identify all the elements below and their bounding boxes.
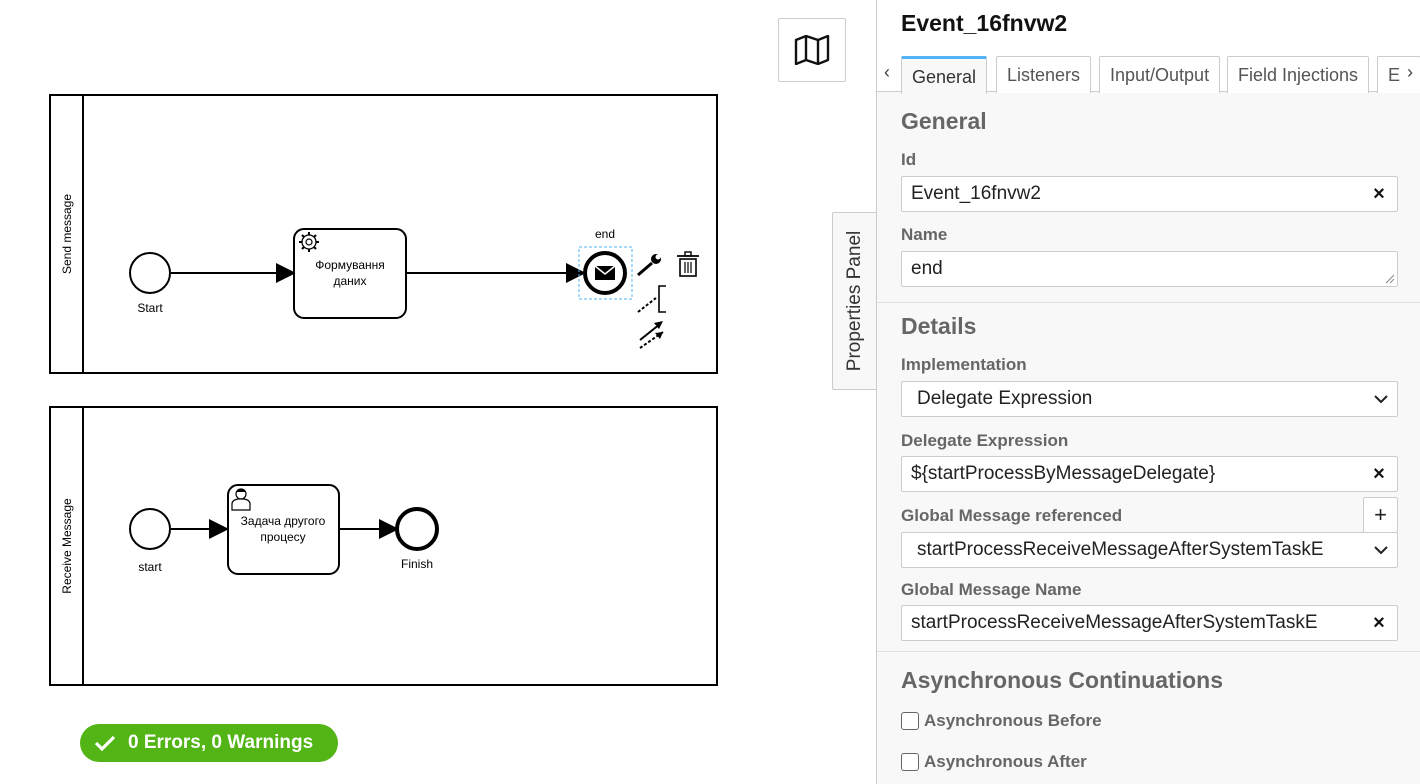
end-event-label: end (595, 227, 615, 241)
async-before-label: Asynchronous Before (924, 711, 1102, 730)
name-field[interactable]: end (901, 251, 1398, 287)
tabs-scroll-right-icon[interactable]: › (1407, 62, 1413, 82)
properties-panel-toggle[interactable]: Properties Panel (832, 212, 877, 390)
bpmn-diagram[interactable]: Send message Receive Message Start Форму… (0, 0, 876, 784)
chevron-down-icon (1365, 545, 1397, 555)
wrench-icon[interactable] (637, 254, 661, 277)
linting-status-text: 0 Errors, 0 Warnings (128, 732, 314, 753)
delegate-expression-label: Delegate Expression (901, 431, 1069, 450)
map-icon (794, 35, 830, 65)
id-value: Event_16fnvw2 (911, 183, 1041, 204)
end-event[interactable] (395, 507, 439, 551)
task-label-line1: Задача другого (241, 514, 326, 528)
global-message-ref-select[interactable]: startProcessReceiveMessageAfterSystemTas… (901, 532, 1398, 568)
tab-general[interactable]: General (901, 56, 988, 94)
group-title-general: General (901, 108, 987, 134)
delegate-expression-field[interactable]: ${startProcessByMessageDelegate} × (901, 456, 1398, 492)
implementation-select[interactable]: Delegate Expression (901, 381, 1398, 417)
connect-icon[interactable] (639, 321, 664, 349)
user-icon (231, 488, 251, 511)
message-end-event[interactable]: end (578, 227, 633, 300)
user-task[interactable]: Задача другого процесу (227, 484, 340, 575)
plus-icon: + (1374, 502, 1387, 527)
end-event-label: Finish (401, 557, 433, 571)
global-message-ref-value: startProcessReceiveMessageAfterSystemTas… (917, 539, 1324, 560)
pool-label-send: Send message (60, 194, 74, 274)
global-message-name-label: Global Message Name (901, 580, 1082, 599)
start-event[interactable] (129, 252, 171, 294)
global-message-ref-label: Global Message referenced (901, 506, 1123, 525)
task-label-line1: Формування (315, 258, 385, 272)
async-before-row[interactable]: Asynchronous Before (901, 711, 1102, 731)
properties-panel-toggle-label: Properties Panel (844, 230, 865, 372)
envelope-icon (594, 265, 616, 280)
global-message-name-value: startProcessReceiveMessageAfterSystemTas… (911, 612, 1318, 633)
start-event-label: Start (137, 301, 163, 315)
diagram-canvas[interactable]: Send message Receive Message Start Форму… (0, 0, 877, 784)
start-event-label: start (138, 560, 162, 574)
chevron-down-icon (1365, 394, 1397, 404)
tab-listeners[interactable]: Listeners (996, 56, 1092, 93)
pool-label-receive: Receive Message (60, 498, 74, 594)
text-annotation-icon[interactable] (637, 285, 666, 313)
global-message-name-field[interactable]: startProcessReceiveMessageAfterSystemTas… (901, 605, 1398, 641)
tabs-scroll-left-icon[interactable]: ‹ (884, 62, 890, 82)
start-event[interactable] (129, 508, 171, 550)
minimap-toggle-button[interactable] (778, 18, 846, 82)
gear-icon (299, 232, 319, 252)
properties-header: Event_16fnvw2 (877, 0, 1420, 52)
async-after-label: Asynchronous After (924, 752, 1087, 771)
linting-status-badge[interactable]: 0 Errors, 0 Warnings (80, 724, 338, 762)
name-value: end (911, 258, 943, 279)
task-label-line2: процесу (260, 530, 305, 544)
clear-message-name-icon[interactable]: × (1373, 611, 1385, 634)
properties-title: Event_16fnvw2 (901, 10, 1068, 36)
add-message-button[interactable]: + (1363, 497, 1398, 533)
tab-extensions[interactable]: E (1377, 56, 1420, 93)
group-title-details: Details (901, 313, 977, 339)
async-after-row[interactable]: Asynchronous After (901, 752, 1087, 772)
resize-grip-icon[interactable] (1385, 274, 1395, 284)
service-task[interactable]: Формування даних (293, 228, 407, 319)
trash-icon[interactable] (677, 251, 699, 277)
tab-field-injections[interactable]: Field Injections (1227, 56, 1370, 93)
group-separator (877, 302, 1420, 303)
check-icon (94, 735, 116, 752)
clear-delegate-icon[interactable]: × (1373, 462, 1385, 485)
implementation-value: Delegate Expression (917, 388, 1093, 409)
tab-input-output[interactable]: Input/Output (1099, 56, 1221, 93)
id-field[interactable]: Event_16fnvw2 × (901, 176, 1398, 212)
pool-receive-message[interactable]: Receive Message (49, 406, 718, 686)
group-separator (877, 651, 1420, 652)
delegate-expression-value: ${startProcessByMessageDelegate} (911, 463, 1216, 484)
properties-tabs: ‹ General Listeners Input/Output Field I… (877, 52, 1420, 94)
group-title-async: Asynchronous Continuations (901, 667, 1223, 693)
selection-outline (578, 246, 633, 300)
implementation-label: Implementation (901, 355, 1027, 374)
properties-panel: Event_16fnvw2 ‹ General Listeners Input/… (876, 0, 1420, 784)
name-label: Name (901, 225, 948, 244)
async-after-checkbox[interactable] (901, 753, 919, 771)
id-label: Id (901, 150, 917, 169)
task-label-line2: даних (333, 274, 366, 288)
clear-id-icon[interactable]: × (1373, 182, 1385, 205)
async-before-checkbox[interactable] (901, 712, 919, 730)
